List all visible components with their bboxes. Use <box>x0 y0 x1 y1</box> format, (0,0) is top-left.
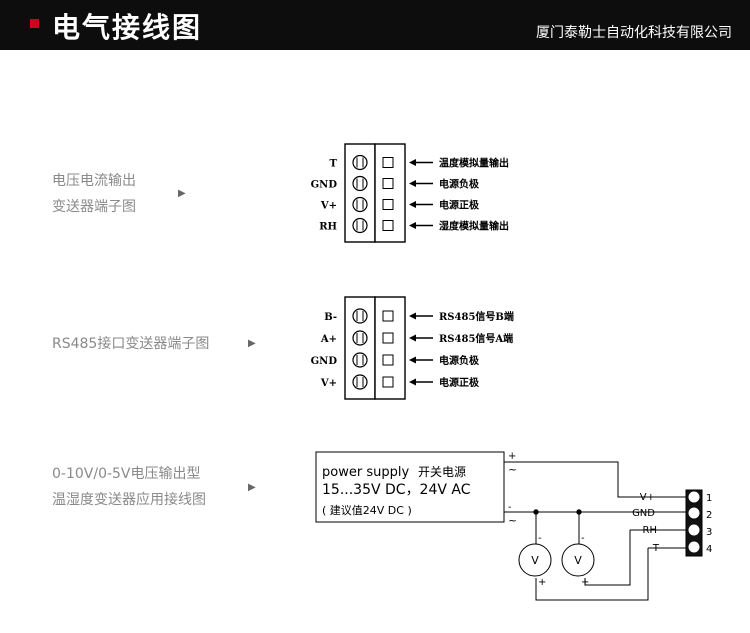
socket-icon <box>382 354 394 366</box>
ps-line1-en: power supply <box>322 465 409 480</box>
ps-tilde-label: ~ <box>508 463 517 476</box>
terminal-pin-label: GND <box>311 180 338 191</box>
terminal-num-3: 3 <box>706 527 712 538</box>
voltmeter-2-label: V <box>574 554 582 567</box>
socket-icon <box>382 157 394 168</box>
terminal-pin-label: V+ <box>320 201 337 212</box>
section3-label-line1: 0-10V/0-5V电压输出型 <box>52 466 201 482</box>
voltmeter-2-plus: + <box>581 577 589 588</box>
socket-icon <box>382 332 394 344</box>
red-square-icon <box>30 19 39 28</box>
page-title: 电气接线图 <box>52 11 203 44</box>
arrow-head-icon <box>409 312 416 320</box>
terminal-num-4: 4 <box>706 544 712 555</box>
terminal-desc-label: 电源负极 <box>439 178 480 191</box>
application-wiring-diagram <box>315 451 703 601</box>
section1-label-line2: 变送器端子图 <box>52 199 136 215</box>
terminal-pin-label: B- <box>324 312 337 323</box>
wire-label-gnd: GND <box>632 508 655 519</box>
screw-icon <box>352 196 368 213</box>
wire-label-t: T <box>652 543 660 554</box>
wire-vplus <box>504 461 686 498</box>
socket-icon <box>382 178 394 189</box>
terminal-screw-2 <box>688 507 700 519</box>
terminal-screw-3 <box>688 524 700 536</box>
arrow-head-icon <box>409 334 416 342</box>
screw-icon <box>352 154 368 171</box>
ps-line2: 15...35V DC，24V AC <box>322 482 471 498</box>
section1-label-line1: 电压电流输出 <box>52 173 136 189</box>
socket-icon <box>382 220 394 231</box>
triangle-right-icon: ▶ <box>248 482 256 493</box>
terminal-pin-label: T <box>330 159 338 170</box>
arrow-head-icon <box>409 356 416 364</box>
header-bar: 电气接线图 厦门泰勒士自动化科技有限公司 <box>0 0 750 50</box>
ps-minus-label: - <box>508 502 511 513</box>
ps-plus-label: + <box>508 451 516 462</box>
terminal-pin-label: RH <box>319 222 337 233</box>
voltmeter-2-icon <box>561 543 595 577</box>
triangle-right-icon: ▶ <box>178 188 186 199</box>
company-name: 厦门泰勒士自动化科技有限公司 <box>536 25 732 41</box>
section2-label-line1: RS485接口变送器端子图 <box>52 336 210 352</box>
terminal-block-4pin <box>685 489 703 557</box>
wire-t-meter <box>535 548 649 601</box>
terminal-num-1: 1 <box>706 493 712 504</box>
socket-icon <box>382 376 394 388</box>
screw-icon <box>352 308 368 324</box>
socket-icon <box>382 310 394 322</box>
terminal-desc-label: RS485信号A端 <box>439 332 513 345</box>
screw-icon <box>352 330 368 346</box>
voltmeter-1-minus: - <box>538 533 542 544</box>
terminal-num-2: 2 <box>706 510 712 521</box>
screw-icon <box>352 374 368 390</box>
voltmeter-1-icon <box>518 543 552 577</box>
arrow-head-icon <box>409 222 416 229</box>
terminal-screw-4 <box>688 541 700 553</box>
terminal-screw-1 <box>688 491 700 503</box>
junction-dot <box>576 509 582 515</box>
wire-label-rh: RH <box>643 525 657 536</box>
voltmeter-1-plus: + <box>538 577 546 588</box>
terminal-desc-label: 温度模拟量输出 <box>439 157 509 170</box>
section3-label: 0-10V/0-5V电压输出型 温湿度变送器应用接线图 <box>52 461 206 513</box>
arrow-head-icon <box>409 378 416 386</box>
ps-tilde-label-2: ~ <box>508 514 517 527</box>
junction-dot <box>533 509 539 515</box>
section3-label-line2: 温湿度变送器应用接线图 <box>52 492 206 508</box>
voltmeter-2-minus: - <box>581 533 585 544</box>
terminal-desc-label: 电源正极 <box>439 376 480 389</box>
ps-line1-cn: 开关电源 <box>418 465 466 479</box>
terminal-diagram-2: B- RS485信号B端 A+ RS485信号A端 GND 电源负极 V+ 电源正极 <box>311 296 514 400</box>
section2-label: RS485接口变送器端子图 <box>52 331 209 357</box>
terminal-desc-label: 电源正极 <box>439 199 480 212</box>
triangle-right-icon: ▶ <box>248 338 256 349</box>
screw-icon <box>352 352 368 368</box>
terminal-diagram-1: T 温度模拟量输出 GND 电源负极 V+ 电源正极 RH 湿度模拟量输出 <box>311 143 509 243</box>
arrow-head-icon <box>409 180 416 187</box>
ps-line3: ( 建议值24V DC ) <box>322 503 412 517</box>
terminal-pin-label: GND <box>311 356 338 367</box>
screw-icon <box>352 175 368 192</box>
terminal-desc-label: 电源负极 <box>439 354 480 367</box>
screw-icon <box>352 217 368 234</box>
section1-label: 电压电流输出 变送器端子图 <box>52 168 136 220</box>
wire-rh-meter <box>584 530 631 586</box>
terminal-pin-label: V+ <box>320 378 337 389</box>
wire-label-vplus: V+ <box>640 492 655 503</box>
terminal-desc-label: RS485信号B端 <box>439 310 514 323</box>
power-supply-box <box>315 451 505 523</box>
voltmeter-1-label: V <box>531 554 539 567</box>
socket-icon <box>382 199 394 210</box>
arrow-head-icon <box>409 201 416 208</box>
terminal-desc-label: 湿度模拟量输出 <box>439 220 509 233</box>
terminal-pin-label: A+ <box>320 334 337 345</box>
arrow-head-icon <box>409 159 416 166</box>
